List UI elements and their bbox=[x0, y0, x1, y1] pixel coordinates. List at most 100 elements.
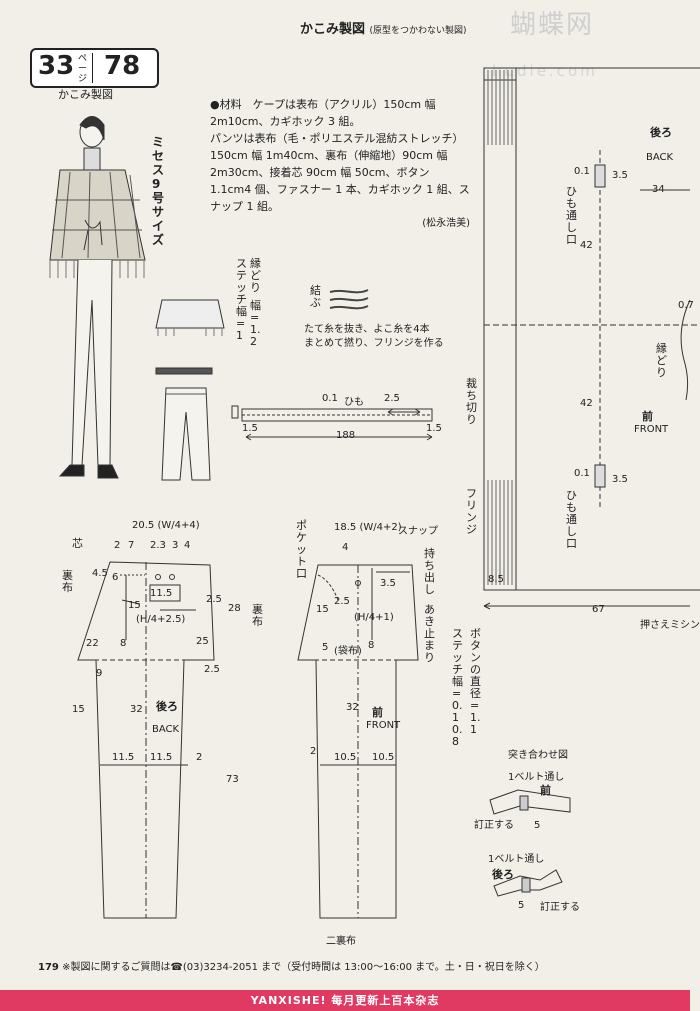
bottom-lining-label: 二裏布 bbox=[326, 936, 356, 947]
front-label: 前 bbox=[372, 706, 383, 719]
back-dim-2: 2 bbox=[114, 540, 121, 551]
back-dim-115c: 11.5 bbox=[150, 752, 173, 763]
front-snap-label: スナップ bbox=[398, 526, 438, 537]
front-pocket-label: ポケット口 bbox=[296, 519, 307, 580]
cape-dim-01b: 0.1 bbox=[574, 468, 590, 479]
front-dim-32: 32 bbox=[346, 702, 359, 713]
fringe-diagram bbox=[329, 289, 369, 310]
back-hip: (H/4+2.5) bbox=[136, 614, 186, 625]
model-illustration bbox=[49, 116, 146, 479]
belt-loop2: 1ベルト通し bbox=[488, 854, 545, 865]
badge-number-right: 78 bbox=[104, 51, 141, 81]
belt-dim-5a: 5 bbox=[534, 820, 541, 831]
fringe-label: フリンジ bbox=[466, 487, 477, 536]
cape-flat-icon bbox=[155, 299, 225, 375]
cape-dim-35b: 3.5 bbox=[612, 474, 628, 485]
front-dim-8: 8 bbox=[368, 640, 375, 651]
cape-back-en: BACK bbox=[646, 152, 674, 163]
back-dim-8: 8 bbox=[120, 638, 127, 649]
badge-page-word: ページ bbox=[78, 54, 88, 84]
cape-front-label: 前 bbox=[642, 410, 653, 423]
front-lining-label: 裏布 bbox=[252, 603, 263, 628]
back-dim-3: 3 bbox=[172, 540, 179, 551]
back-dim-15: 15 bbox=[128, 600, 141, 611]
back-dim-22: 22 bbox=[86, 638, 99, 649]
back-dim-4: 4 bbox=[184, 540, 191, 551]
front-fukuro-label: (袋布) bbox=[334, 646, 362, 657]
belt-back-label: 後ろ bbox=[492, 868, 514, 881]
back-dim-73: 73 bbox=[226, 774, 239, 785]
footer-banner: YANXISHE! 每月更新上百本杂志 bbox=[0, 990, 690, 1011]
footer-note: 179 ※製図に関するご質問は☎(03)3234-2051 まで（受付時間は 1… bbox=[38, 958, 545, 973]
cape-back-label: 後ろ bbox=[650, 126, 672, 139]
header-subtitle: (原型をつかわない製図) bbox=[369, 26, 467, 36]
belt-correct2: 訂正する bbox=[540, 902, 580, 913]
back-dim-25c: 25 bbox=[196, 636, 209, 647]
fringe-note-2: まとめて撚り、フリンジを作る bbox=[304, 338, 444, 349]
belt-diagram-back bbox=[493, 869, 563, 897]
badge-caption: かこみ製図 bbox=[58, 88, 113, 101]
front-hip: (H/4+1) bbox=[354, 612, 394, 623]
belt-diagram-front bbox=[489, 789, 571, 815]
front-dim-15: 15 bbox=[316, 604, 329, 615]
back-dim-32: 32 bbox=[130, 704, 143, 715]
cape-pattern bbox=[483, 67, 700, 610]
pants-flat-icon bbox=[161, 387, 211, 481]
badge-divider bbox=[92, 53, 93, 83]
cape-front-en: FRONT bbox=[634, 424, 669, 435]
cape-dim-01a: 0.1 bbox=[574, 166, 590, 177]
belt-correct1: 訂正する bbox=[474, 820, 514, 831]
tie-label: 結ぶ bbox=[310, 284, 321, 309]
himo-dim-188: 188 bbox=[336, 430, 356, 441]
materials-credit: (松永浩美) bbox=[422, 218, 470, 229]
front-dim-5: 5 bbox=[322, 642, 329, 653]
cape-edge-label: 縁どり bbox=[656, 342, 667, 379]
cape-dim-42a: 42 bbox=[580, 240, 593, 251]
back-waist-value: 20.5 (W/4+4) bbox=[132, 520, 200, 531]
back-dim-115b: 11.5 bbox=[112, 752, 135, 763]
pants-back-pattern bbox=[77, 561, 215, 919]
page-number: 179 bbox=[38, 962, 59, 973]
page-badge: 33 ページ 78 bbox=[30, 48, 159, 88]
back-dim-28: 28 bbox=[228, 603, 241, 614]
back-dim-2b: 2 bbox=[196, 752, 203, 763]
himo-loop-label-top: ひも通し口 bbox=[566, 185, 577, 246]
belt-dim-5b: 5 bbox=[518, 900, 525, 911]
back-dim-25b: 2.5 bbox=[204, 664, 220, 675]
cape-dim-85: 8.5 bbox=[488, 574, 504, 585]
himo-strip bbox=[231, 405, 433, 441]
stitch-width-label: ステッチ幅=1 bbox=[236, 257, 247, 342]
himo-loop-label-bottom: ひも通し口 bbox=[566, 489, 577, 550]
materials-text: ●材料 ケープは表布（アクリル）150cm 幅 2m10cm、カギホック 3 組… bbox=[210, 96, 470, 232]
header-title-text: かこみ製図 bbox=[300, 22, 366, 37]
fringe-note-1: たて糸を抜き、よこ糸を4本 bbox=[304, 324, 430, 335]
watermark-url: hudie.com bbox=[492, 62, 598, 80]
back-waist-w1: 20.5 bbox=[132, 520, 155, 531]
cut-label: 裁ち切り bbox=[466, 377, 477, 426]
pants-front-pattern bbox=[297, 564, 419, 919]
front-waist-value: 18.5 (W/4+2) bbox=[334, 522, 402, 533]
front-akidomari-label: あき止まり bbox=[424, 603, 435, 664]
front-waist-w1: 18.5 bbox=[334, 522, 357, 533]
belt-loop1: 1ベルト通し bbox=[508, 772, 565, 783]
front-label-en: FRONT bbox=[366, 720, 401, 731]
front-dim-2: 2 bbox=[310, 746, 317, 757]
materials-line1: ●材料 ケープは表布（アクリル）150cm 幅 2m10cm、カギホック 3 組… bbox=[210, 98, 436, 128]
belt-front-label: 前 bbox=[540, 784, 551, 797]
cape-dim-34: 34 bbox=[652, 184, 665, 195]
button-stitch-label: ステッチ幅=0.1 0.8 bbox=[452, 627, 463, 748]
edge-width-label: 幅=1.2 bbox=[250, 299, 261, 348]
header-title: かこみ製図 (原型をつかわない製図) bbox=[300, 18, 467, 37]
back-lining-label: 裏布 bbox=[62, 569, 73, 594]
back-dim-23: 2.3 bbox=[150, 540, 166, 551]
front-dim-105a: 10.5 bbox=[334, 752, 357, 763]
himo-dim-25: 2.5 bbox=[384, 393, 400, 404]
himo-dim-15b: 1.5 bbox=[426, 423, 442, 434]
button-diameter-label: ボタンの直径=1.1 bbox=[470, 627, 481, 736]
back-dim-25a: 2.5 bbox=[206, 594, 222, 605]
edge-label: 縁どり bbox=[250, 257, 261, 294]
front-dim-35: 3.5 bbox=[380, 578, 396, 589]
front-waist-w2: (W/4+2) bbox=[359, 522, 402, 533]
cape-dim-42b: 42 bbox=[580, 398, 593, 409]
